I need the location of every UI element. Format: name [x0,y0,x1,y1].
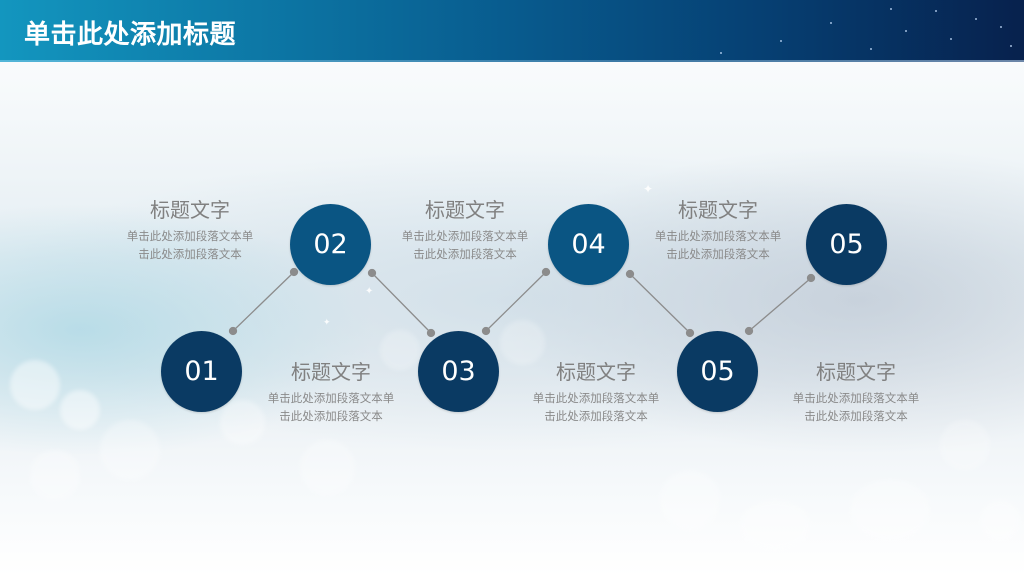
step-05-bottom-circle: 05 [677,331,758,412]
step-05-top-circle: 05 [806,204,887,285]
step-01-text: 标题文字 单击此处添加段落文本单击此处添加段落文本 [246,359,416,425]
sparkle-icon: ✦ [365,286,374,297]
step-title[interactable]: 标题文字 [816,360,896,384]
step-desc[interactable]: 单击此处添加段落文本单击此处添加段落文本 [792,391,920,423]
step-desc[interactable]: 单击此处添加段落文本单击此处添加段落文本 [267,391,395,423]
step-title[interactable]: 标题文字 [150,198,230,222]
step-number: 03 [441,356,476,387]
step-04-text: 标题文字 单击此处添加段落文本单击此处添加段落文本 [380,197,550,263]
step-number: 05 [700,356,735,387]
step-title[interactable]: 标题文字 [425,198,505,222]
sparkle-icon: ✦ [323,318,331,328]
step-01-circle: 01 [161,331,242,412]
sparkle-icon: ✦ [643,182,654,196]
step-number: 01 [184,356,219,387]
step-title[interactable]: 标题文字 [291,360,371,384]
step-02-circle: 02 [290,204,371,285]
step-desc[interactable]: 单击此处添加段落文本单击此处添加段落文本 [401,229,529,261]
step-desc[interactable]: 单击此处添加段落文本单击此处添加段落文本 [654,229,782,261]
slide-title[interactable]: 单击此处添加标题 [24,20,237,50]
step-number: 05 [829,229,864,260]
step-number: 04 [571,229,606,260]
step-04-circle: 04 [548,204,629,285]
step-02-text: 标题文字 单击此处添加段落文本单击此处添加段落文本 [105,197,275,263]
step-title[interactable]: 标题文字 [678,198,758,222]
step-03-circle: 03 [418,331,499,412]
step-title[interactable]: 标题文字 [556,360,636,384]
step-desc[interactable]: 单击此处添加段落文本单击此处添加段落文本 [532,391,660,423]
title-bar: 单击此处添加标题 [0,0,1024,62]
step-05-top-text: 标题文字 单击此处添加段落文本单击此处添加段落文本 [633,197,803,263]
step-desc[interactable]: 单击此处添加段落文本单击此处添加段落文本 [126,229,254,261]
step-03-text: 标题文字 单击此处添加段落文本单击此处添加段落文本 [511,359,681,425]
step-number: 02 [313,229,348,260]
step-05-bottom-text: 标题文字 单击此处添加段落文本单击此处添加段落文本 [771,359,941,425]
